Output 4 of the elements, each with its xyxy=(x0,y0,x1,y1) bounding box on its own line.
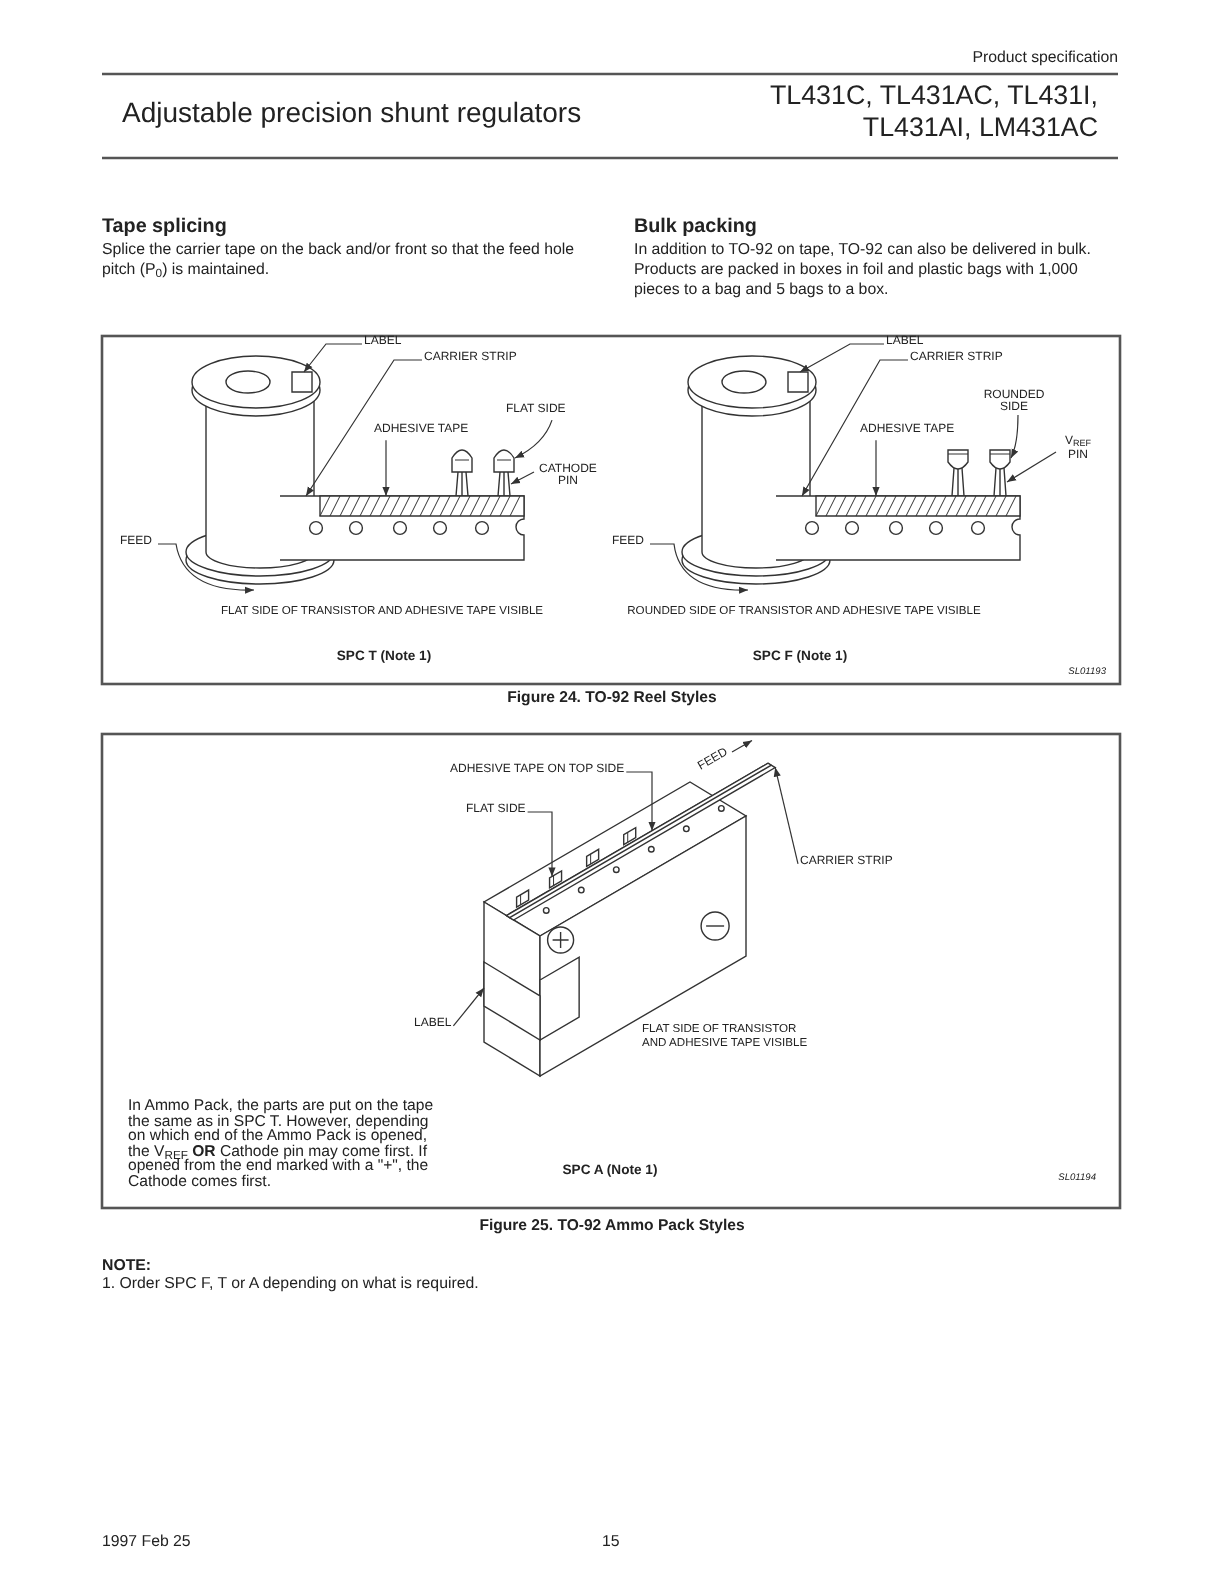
section-heading: Tape splicing xyxy=(102,216,227,240)
page-title: Adjustable precision shunt regulators xyxy=(122,95,582,129)
part-numbers: TL431C, TL431AC, TL431I, TL431AI, LM431AC xyxy=(767,80,1098,144)
section-heading: Bulk packing xyxy=(634,216,757,240)
